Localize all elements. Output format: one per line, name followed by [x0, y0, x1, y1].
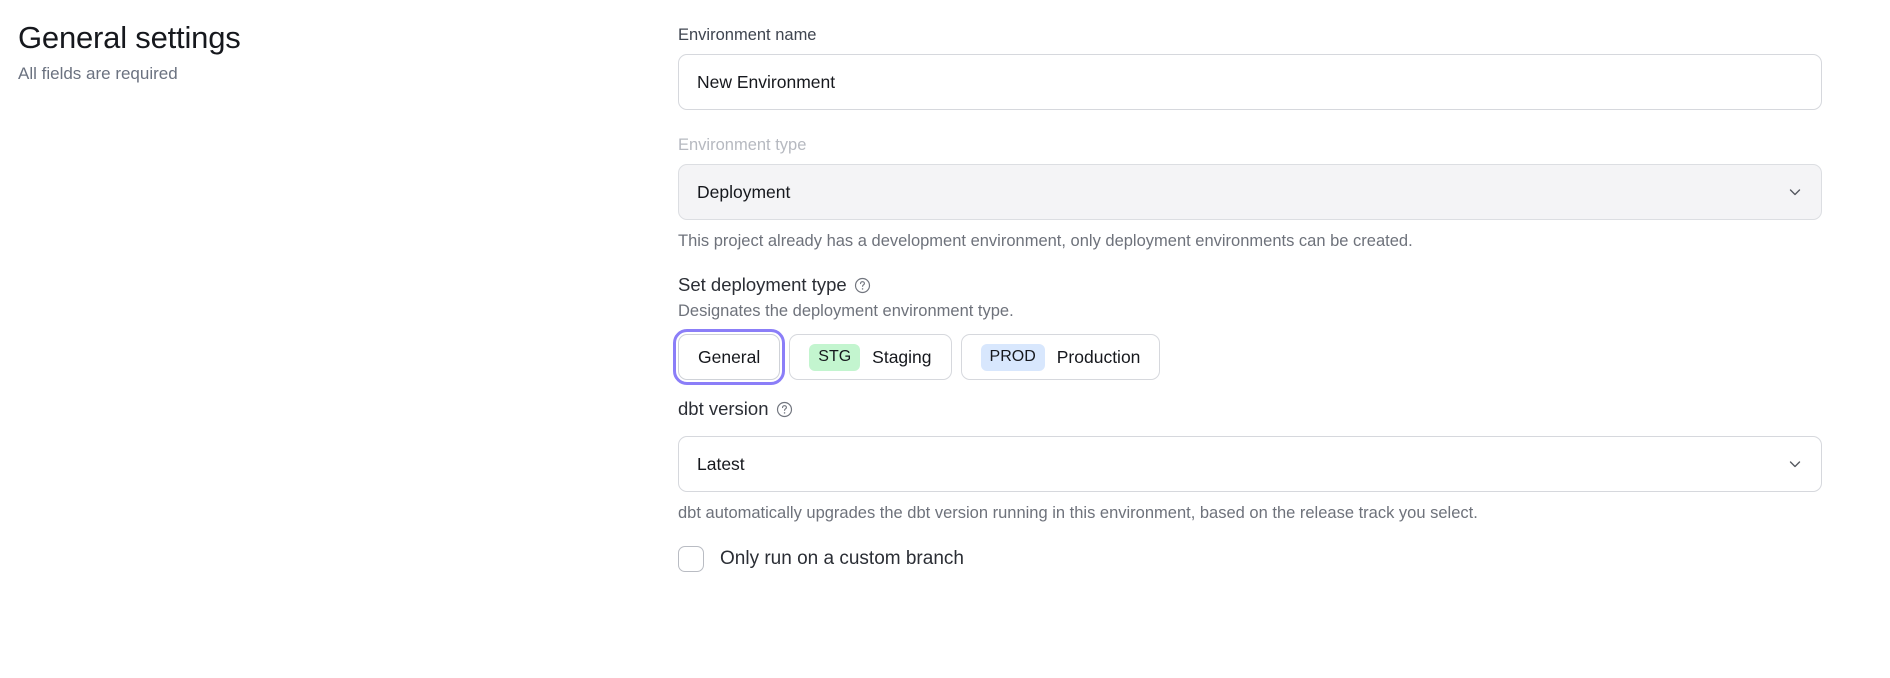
chevron-down-icon — [1789, 189, 1801, 196]
deployment-type-option-staging-label: Staging — [872, 346, 932, 367]
dbt-version-field: dbt version Latest dbt automatically upg… — [678, 396, 1822, 524]
custom-branch-checkbox[interactable] — [678, 546, 704, 572]
deployment-type-label-row: Set deployment type — [678, 272, 1822, 298]
dbt-version-helper: dbt automatically upgrades the dbt versi… — [678, 504, 1478, 522]
environment-name-label: Environment name — [678, 26, 817, 44]
deployment-type-description: Designates the deployment environment ty… — [678, 302, 1014, 320]
deployment-type-option-general[interactable]: General — [672, 329, 786, 385]
environment-type-helper: This project already has a development e… — [678, 232, 1413, 250]
environment-type-select[interactable]: Deployment — [678, 164, 1822, 220]
deployment-type-option-production-label: Production — [1056, 346, 1141, 367]
dbt-version-value: Latest — [697, 453, 745, 474]
page-title: General settings — [18, 20, 241, 55]
chevron-down-icon — [1789, 461, 1801, 468]
deployment-type-label: Set deployment type — [678, 274, 847, 295]
environment-type-label: Environment type — [678, 136, 807, 154]
deployment-type-option-staging[interactable]: STG Staging — [789, 334, 952, 380]
settings-header-column: General settings All fields are required — [0, 0, 678, 86]
custom-branch-row: Only run on a custom branch — [678, 546, 1822, 572]
production-badge: PROD — [980, 343, 1045, 371]
environment-name-field: Environment name New Environment — [678, 24, 1822, 110]
environment-type-value: Deployment — [697, 181, 791, 202]
dbt-version-label-row: dbt version — [678, 396, 1822, 422]
deployment-type-option-production[interactable]: PROD Production — [960, 334, 1161, 380]
staging-badge: STG — [809, 343, 861, 371]
settings-form-column: Environment name New Environment Environ… — [672, 0, 1856, 572]
deployment-type-options: General STG Staging PROD Production — [672, 329, 1822, 385]
question-circle-icon[interactable] — [854, 277, 871, 294]
dbt-version-label: dbt version — [678, 398, 769, 419]
deployment-type-field: Set deployment type Designates the deplo… — [672, 272, 1822, 385]
page-subtitle: All fields are required — [18, 64, 178, 83]
question-circle-icon[interactable] — [776, 401, 793, 418]
deployment-type-option-general-label: General — [698, 346, 761, 367]
environment-name-input[interactable]: New Environment — [678, 54, 1822, 110]
environment-type-field: Environment type Deployment This project… — [678, 134, 1822, 252]
custom-branch-label[interactable]: Only run on a custom branch — [720, 548, 964, 569]
dbt-version-select[interactable]: Latest — [678, 436, 1822, 492]
